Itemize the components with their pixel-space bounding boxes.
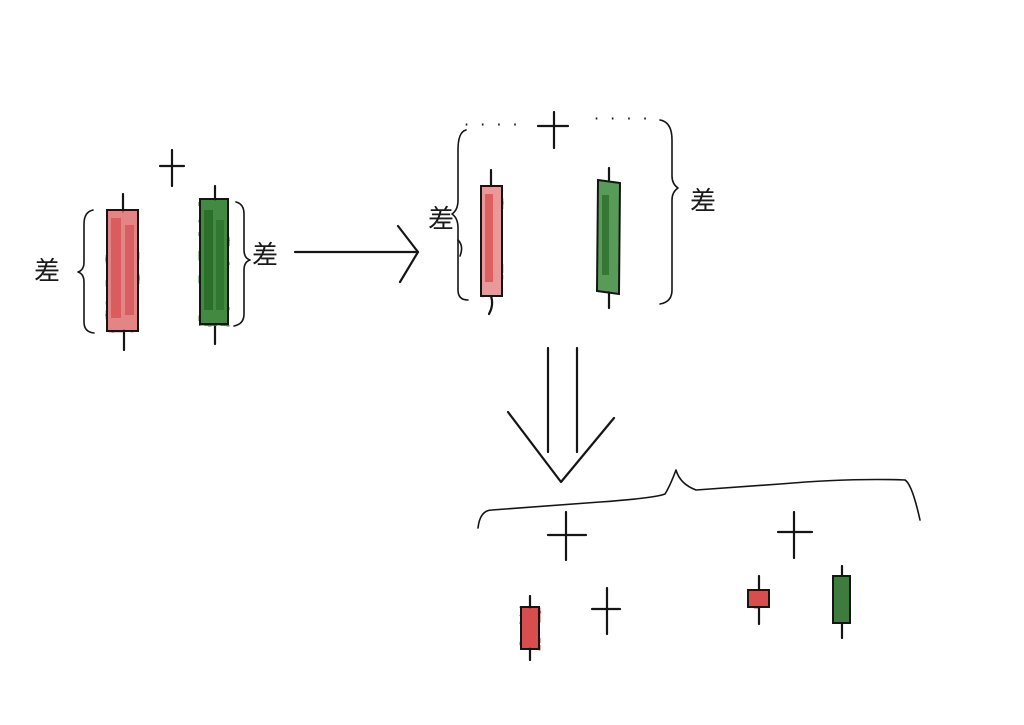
- curly-brace-icon: [233, 201, 251, 327]
- middle-group: · · · · · · · · 差 差: [428, 109, 716, 316]
- double-arrow-down-icon: [506, 346, 616, 484]
- dots-right: · · · ·: [594, 109, 651, 128]
- plus-icon: [536, 110, 570, 150]
- curly-brace-icon: [659, 119, 679, 305]
- bullish-candle: [199, 184, 229, 346]
- bearish-candle: [480, 168, 503, 316]
- diff-label-right: 差: [252, 241, 278, 271]
- diff-label-middle-left: 差: [428, 205, 454, 235]
- bearish-candle: [747, 574, 770, 626]
- bearish-candle: [520, 594, 540, 662]
- plus-icon: [158, 148, 186, 188]
- bearish-candle: [106, 192, 139, 352]
- bullish-candle: [832, 564, 851, 640]
- left-group: 差 差: [34, 148, 278, 352]
- arrow-right-icon: [293, 224, 420, 284]
- curly-brace-icon: [451, 129, 469, 301]
- dots-left: · · · ·: [464, 115, 521, 134]
- plus-icon: [590, 586, 622, 636]
- plus-icon: [546, 510, 588, 562]
- curly-brace-icon: [477, 469, 921, 529]
- bottom-group: [477, 469, 921, 662]
- diff-label-middle-right: 差: [690, 187, 716, 217]
- curly-brace-icon: [77, 209, 95, 334]
- plus-icon: [776, 510, 814, 560]
- diff-label-left: 差: [34, 257, 60, 287]
- bullish-candle: [595, 166, 622, 310]
